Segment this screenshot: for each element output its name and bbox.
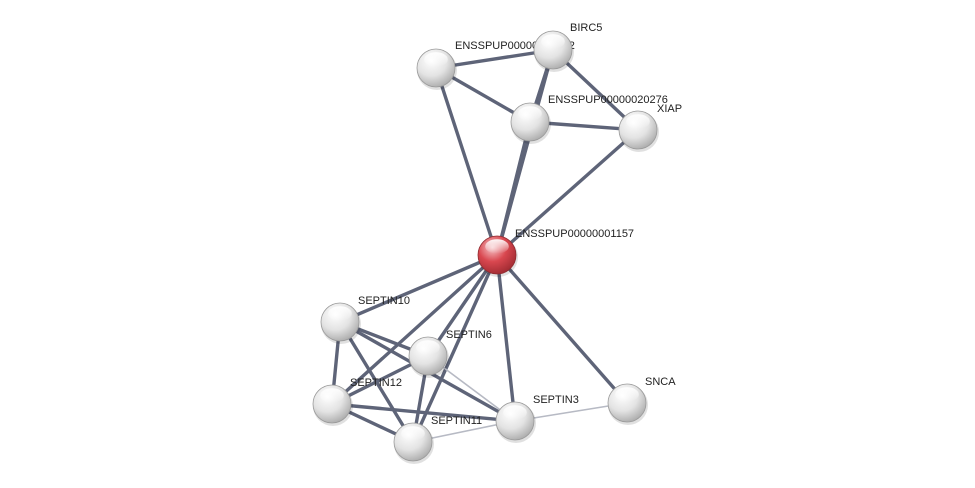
- sphere-highlight: [541, 34, 565, 49]
- sphere-highlight: [485, 239, 509, 254]
- node-septin6[interactable]: SEPTIN6: [408, 329, 492, 378]
- node-label-birc5: BIRC5: [570, 22, 602, 34]
- node-label-septin11: SEPTIN11: [431, 415, 482, 427]
- node-septin11[interactable]: SEPTIN11: [393, 415, 482, 464]
- node-snca[interactable]: SNCA: [607, 376, 676, 425]
- sphere-highlight: [626, 114, 650, 129]
- sphere-highlight: [518, 106, 542, 121]
- node-label-n20276: ENSSPUP00000020276: [548, 94, 668, 106]
- sphere-highlight: [416, 340, 440, 355]
- sphere-highlight: [328, 306, 352, 321]
- sphere-highlight: [424, 52, 448, 67]
- sphere-highlight: [615, 387, 639, 402]
- node-label-septin12: SEPTIN12: [350, 377, 402, 389]
- edge-n1157-septin10[interactable]: [338, 253, 499, 324]
- edge-birc5-xiap[interactable]: [551, 48, 640, 132]
- node-n20276[interactable]: ENSSPUP00000020276: [510, 94, 668, 144]
- node-label-xiap: XIAP: [657, 103, 682, 115]
- edge-n1157-n20276[interactable]: [495, 120, 532, 257]
- node-septin10[interactable]: SEPTIN10: [320, 295, 410, 344]
- node-label-septin6: SEPTIN6: [446, 329, 492, 341]
- edge-n1157-septin11[interactable]: [411, 253, 499, 444]
- node-xiap[interactable]: XIAP: [618, 103, 682, 152]
- edge-n1157-septin12[interactable]: [330, 253, 499, 406]
- node-n1157[interactable]: ENSSPUP00000001157: [477, 228, 634, 277]
- edge-septin12-septin3[interactable]: [330, 402, 517, 423]
- edge-n1157-snca[interactable]: [495, 253, 629, 405]
- node-label-snca: SNCA: [645, 376, 676, 388]
- node-label-septin10: SEPTIN10: [358, 295, 410, 307]
- edge-n1157-xiap[interactable]: [495, 128, 640, 257]
- node-label-n1157: ENSSPUP00000001157: [515, 228, 634, 240]
- node-birc5[interactable]: BIRC5: [533, 22, 602, 72]
- sphere-highlight: [320, 388, 344, 403]
- edge-n25042-birc5[interactable]: [434, 48, 555, 70]
- node-label-septin3: SEPTIN3: [533, 394, 579, 406]
- edge-n1157-septin6[interactable]: [426, 253, 499, 358]
- edge-n1157-septin3[interactable]: [495, 253, 517, 423]
- node-septin3[interactable]: SEPTIN3: [495, 394, 579, 443]
- node-septin12[interactable]: SEPTIN12: [312, 377, 402, 426]
- edge-n1157-n25042[interactable]: [434, 66, 499, 257]
- sphere-highlight: [503, 405, 527, 420]
- sphere-highlight: [401, 426, 425, 441]
- node-layer: ENSSPUP00000001157ENSSPUP00000025042BIRC…: [312, 22, 682, 464]
